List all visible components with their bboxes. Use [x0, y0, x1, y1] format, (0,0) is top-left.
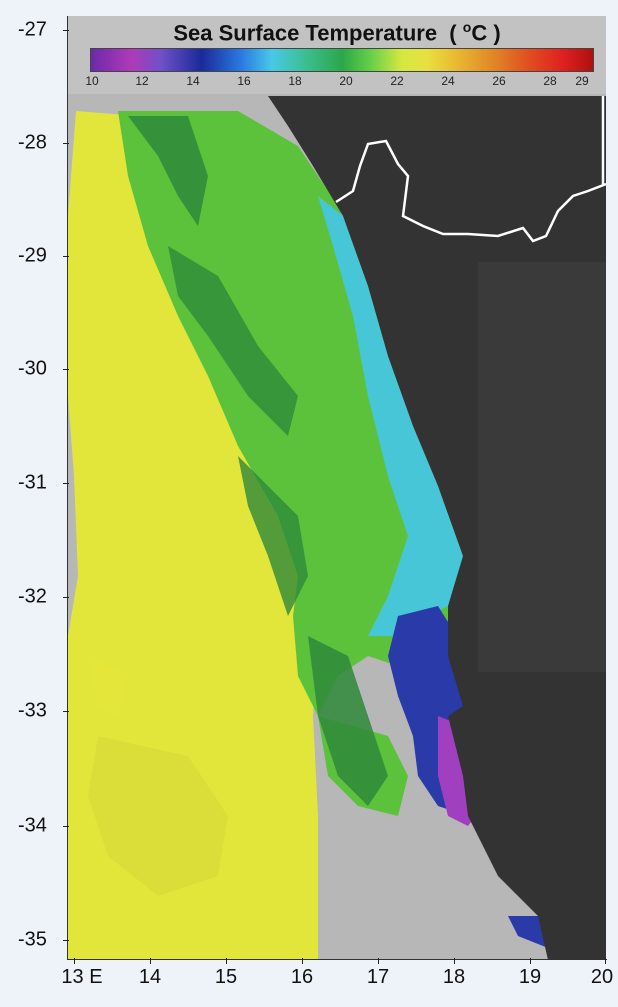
map-svg — [68, 16, 606, 960]
y-tick-label: -31 — [18, 471, 47, 494]
dark-green-filament — [168, 246, 298, 436]
y-tick-label: -34 — [18, 814, 47, 837]
y-tick-mark — [63, 597, 69, 598]
legend-title: Sea Surface Temperature ( oC ) — [68, 19, 606, 46]
colorbar-tick-label: 26 — [492, 74, 506, 88]
x-tick-mark — [454, 958, 455, 964]
colorbar-tick-label: 24 — [441, 74, 455, 88]
colorbar-tick-label: 18 — [288, 74, 302, 88]
y-tick-mark — [63, 711, 69, 712]
x-tick-mark — [605, 958, 606, 964]
x-tick-mark — [302, 958, 303, 964]
land-shaded-block — [478, 262, 606, 672]
colorbar-tick-label: 12 — [135, 74, 149, 88]
cyan-coastal-band — [318, 196, 468, 636]
y-tick-label: -30 — [18, 357, 47, 380]
y-tick-label: -28 — [18, 131, 47, 154]
x-tick-mark — [378, 958, 379, 964]
colorbar-tick-label: 22 — [390, 74, 404, 88]
colorbar-tick-label: 20 — [339, 74, 353, 88]
x-tick-mark — [530, 958, 531, 964]
colorbar-tick-label: 28 — [543, 74, 557, 88]
colorbar-tick-label: 14 — [186, 74, 200, 88]
y-tick-mark — [63, 826, 69, 827]
colorbar-tick-label: 10 — [85, 74, 99, 88]
warm-water-patch — [88, 656, 128, 716]
x-tick-mark — [226, 958, 227, 964]
y-tick-label: -27 — [18, 18, 47, 41]
dark-green-filament — [128, 116, 208, 226]
x-axis-line — [67, 959, 607, 960]
legend-unit-rest: C ) — [471, 20, 501, 46]
map-panel — [68, 16, 606, 960]
x-tick-label: 18 — [442, 966, 466, 988]
legend-title-text: Sea Surface Temperature — [173, 20, 438, 46]
y-tick-label: -35 — [18, 928, 47, 951]
legend-unit-degree: o — [462, 19, 472, 35]
x-tick-mark — [150, 958, 151, 964]
y-axis-line — [67, 16, 68, 960]
legend-unit-open: ( — [449, 20, 463, 46]
colorbar — [90, 48, 594, 72]
y-tick-mark — [63, 143, 69, 144]
y-tick-mark — [63, 256, 69, 257]
x-tick-label: 14 — [138, 966, 162, 988]
x-tick-label: 15 — [214, 966, 238, 988]
x-tick-label: 20 — [590, 966, 614, 988]
warm-water-speckles — [88, 736, 228, 896]
legend: Sea Surface Temperature ( oC ) 10 12 14 … — [68, 16, 606, 94]
y-tick-label: -29 — [18, 244, 47, 267]
x-tick-mark — [74, 958, 75, 964]
x-tick-label: 13 E — [61, 966, 103, 988]
x-tick-label: 16 — [290, 966, 314, 988]
y-tick-mark — [63, 369, 69, 370]
y-tick-label: -33 — [18, 699, 47, 722]
y-tick-label: -32 — [18, 585, 47, 608]
colorbar-tick-label: 29 — [575, 74, 589, 88]
colorbar-tick-label: 16 — [237, 74, 251, 88]
x-tick-label: 17 — [366, 966, 390, 988]
dark-green-filament — [308, 636, 388, 806]
dark-green-filament — [238, 456, 308, 616]
y-tick-mark — [63, 30, 69, 31]
x-tick-label: 19 — [518, 966, 542, 988]
y-tick-mark — [63, 483, 69, 484]
y-tick-mark — [63, 940, 69, 941]
border-line — [335, 139, 606, 243]
